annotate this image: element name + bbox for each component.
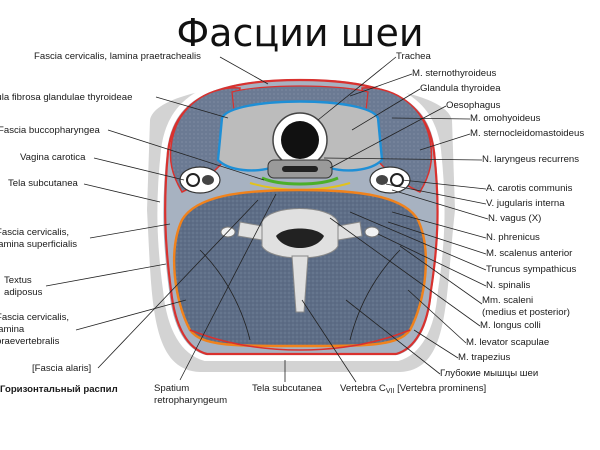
label-levator: M. levator scapulae (466, 337, 549, 348)
label-superficialis-1: Fascia cervicalis, (0, 227, 69, 238)
leader-vertebra (301, 299, 357, 383)
label-capsula-fibrosa: Capsula fibrosa glandulae thyroideae (0, 92, 132, 103)
vertebra-c7 (237, 208, 363, 313)
spinal-nerve-right (364, 226, 380, 238)
label-vertebra: Vertebra CVII [Vertebra prominens] (340, 383, 486, 395)
leader-longus-colli (329, 217, 481, 327)
leader-fascia-alaris (97, 199, 259, 369)
label-phrenicus: N. phrenicus (486, 232, 540, 243)
label-vagina-carotica: Vagina carotica (20, 152, 86, 163)
label-textus-2: adiposus (4, 287, 43, 298)
carotid-sheath-left (179, 166, 221, 194)
label-omohyoideus: M. omohyoideus (470, 113, 541, 124)
leader-carotis (401, 179, 487, 190)
label-textus-1: Textus (4, 275, 32, 286)
caption-horizontal-section: Горизонтальный распил (0, 384, 118, 395)
label-praevertebralis-2: lamina (0, 324, 25, 335)
label-laryngeus: N. laryngeus recurrens (482, 154, 579, 165)
leader-omohyoideus (391, 117, 471, 120)
leader-lamina-praetrachealis (219, 56, 269, 85)
leader-laryngeus (323, 157, 483, 161)
leader-spinalis (377, 233, 487, 287)
leader-trachea (317, 56, 397, 121)
label-scaleni-2: (medius et posterior) (482, 307, 570, 318)
label-trachea: Trachea (396, 51, 432, 62)
page-title: Фасции шеи (176, 11, 423, 55)
leader-oesophagus (329, 105, 447, 169)
leader-sternocleidomastoideus (419, 133, 471, 151)
label-vagus: N. vagus (X) (488, 213, 541, 224)
label-buccopharyngea: Fascia buccopharyngea (0, 125, 101, 136)
label-deep-muscles: Глубокие мышцы шеи (440, 368, 538, 379)
label-truncus: Truncus sympathicus (486, 264, 576, 275)
label-sternothyroideus: M. sternothyroideus (412, 68, 496, 79)
trachea-lumen (281, 121, 319, 159)
leader-deep-muscles (345, 299, 441, 375)
leader-phrenicus (391, 211, 487, 239)
deep-muscle-division-left (199, 249, 251, 341)
leader-scaleni (399, 245, 483, 305)
oesophagus-lumen (282, 166, 318, 172)
lamina-superficialis-outline (164, 78, 439, 356)
label-lamina-praetrachealis: Fascia cervicalis, lamina praetrachealis (34, 51, 201, 62)
leader-buccopharyngea (107, 129, 265, 181)
label-jugularis: V. jugularis interna (486, 198, 565, 209)
leader-vagus (391, 189, 489, 220)
leader-jugularis (385, 183, 487, 205)
leader-levator (407, 289, 467, 344)
leader-tela-subcutanea-left (83, 183, 161, 203)
label-sternocleidomastoideus: M. sternocleidomastoideus (470, 128, 584, 139)
leader-praevertebralis (75, 299, 187, 331)
label-tela-subcutanea-left: Tela subcutanea (8, 178, 79, 189)
label-longus-colli: M. longus colli (480, 320, 541, 331)
label-fascia-alaris: [Fascia alaris] (32, 363, 91, 374)
label-scalenus-anterior: M. scalenus anterior (486, 248, 573, 259)
leader-vagina-carotica (93, 157, 185, 181)
label-superficialis-2: lamina superficialis (0, 239, 77, 250)
leader-superficialis (89, 223, 171, 239)
leader-spatium (179, 193, 277, 381)
label-praevertebralis-1: Fascia cervicalis, (0, 312, 69, 323)
label-glandula-thyroidea: Glandula thyroidea (420, 83, 501, 94)
leader-trapezius (413, 329, 459, 359)
label-trapezius: M. trapezius (458, 352, 510, 363)
label-spatium-1: Spatium (154, 383, 189, 394)
leader-sternothyroideus (349, 73, 413, 97)
trapezius-right (299, 329, 411, 351)
fascia-buccopharyngea (261, 176, 339, 186)
leader-capsula-fibrosa (155, 96, 229, 119)
label-tela-subcutanea-bottom: Tela subcutanea (252, 383, 323, 394)
trapezius-left (189, 329, 301, 351)
label-oesophagus: Oesophagus (446, 100, 501, 111)
leader-textus (45, 263, 167, 287)
leader-truncus (349, 211, 487, 271)
leader-scalenus-anterior (387, 221, 487, 255)
label-spinalis: N. spinalis (486, 280, 530, 291)
label-spatium-2: retropharyngeum (154, 395, 227, 406)
label-scaleni-1: Mm. scaleni (482, 295, 533, 306)
label-praevertebralis-3: praevertebralis (0, 336, 60, 347)
label-carotis: A. carotis communis (486, 183, 573, 194)
leader-glandula-thyroidea (351, 88, 421, 131)
deep-muscle-division-right (349, 249, 401, 341)
